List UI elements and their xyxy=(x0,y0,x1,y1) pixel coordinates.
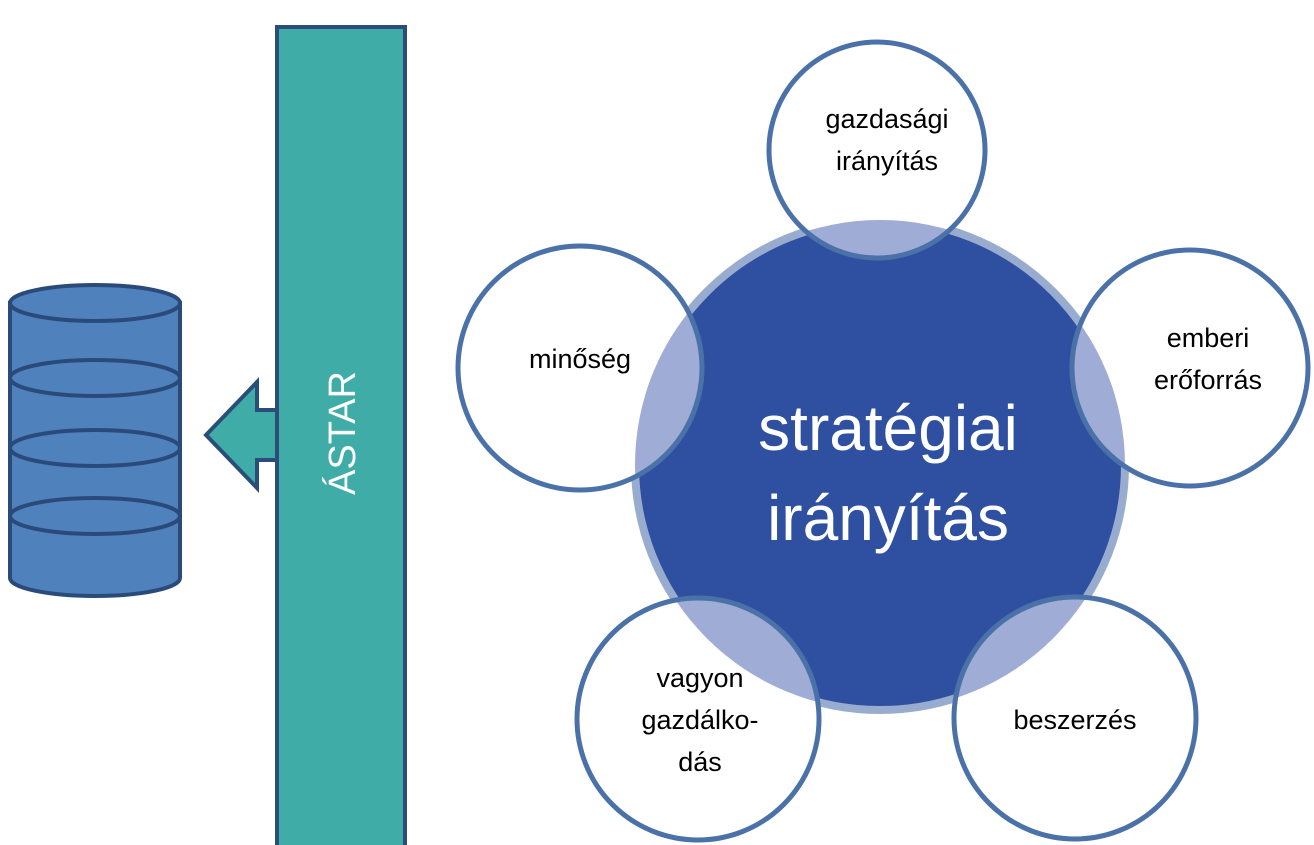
satellite-emberi xyxy=(1072,250,1308,486)
astar-label: ÁSTAR xyxy=(321,371,364,495)
satellite-gazdasagi xyxy=(769,42,985,258)
vagyon-label-line-2: gazdálko- xyxy=(641,705,758,735)
astar-bar: ÁSTAR xyxy=(275,25,407,845)
emberi-label-line-2: erőforrás xyxy=(1154,365,1262,395)
center-label-line-1: stratégiai xyxy=(758,392,1018,464)
center-label-line-2: irányítás xyxy=(767,482,1009,554)
gazdasagi-label-line-2: irányítás xyxy=(836,146,938,176)
vagyon-label-line-3: dás xyxy=(678,747,722,777)
satellite-rings xyxy=(455,39,1311,843)
beszerzes-label: beszerzés xyxy=(1013,705,1136,735)
vagyon-label-line-1: vagyon xyxy=(656,663,743,693)
minoseg-label: minőség xyxy=(529,344,631,374)
gazdasagi-label-line-1: gazdasági xyxy=(825,104,948,134)
arrow-left-icon xyxy=(203,377,284,493)
emberi-label-line-1: emberi xyxy=(1167,323,1250,353)
database-icon xyxy=(8,283,182,598)
